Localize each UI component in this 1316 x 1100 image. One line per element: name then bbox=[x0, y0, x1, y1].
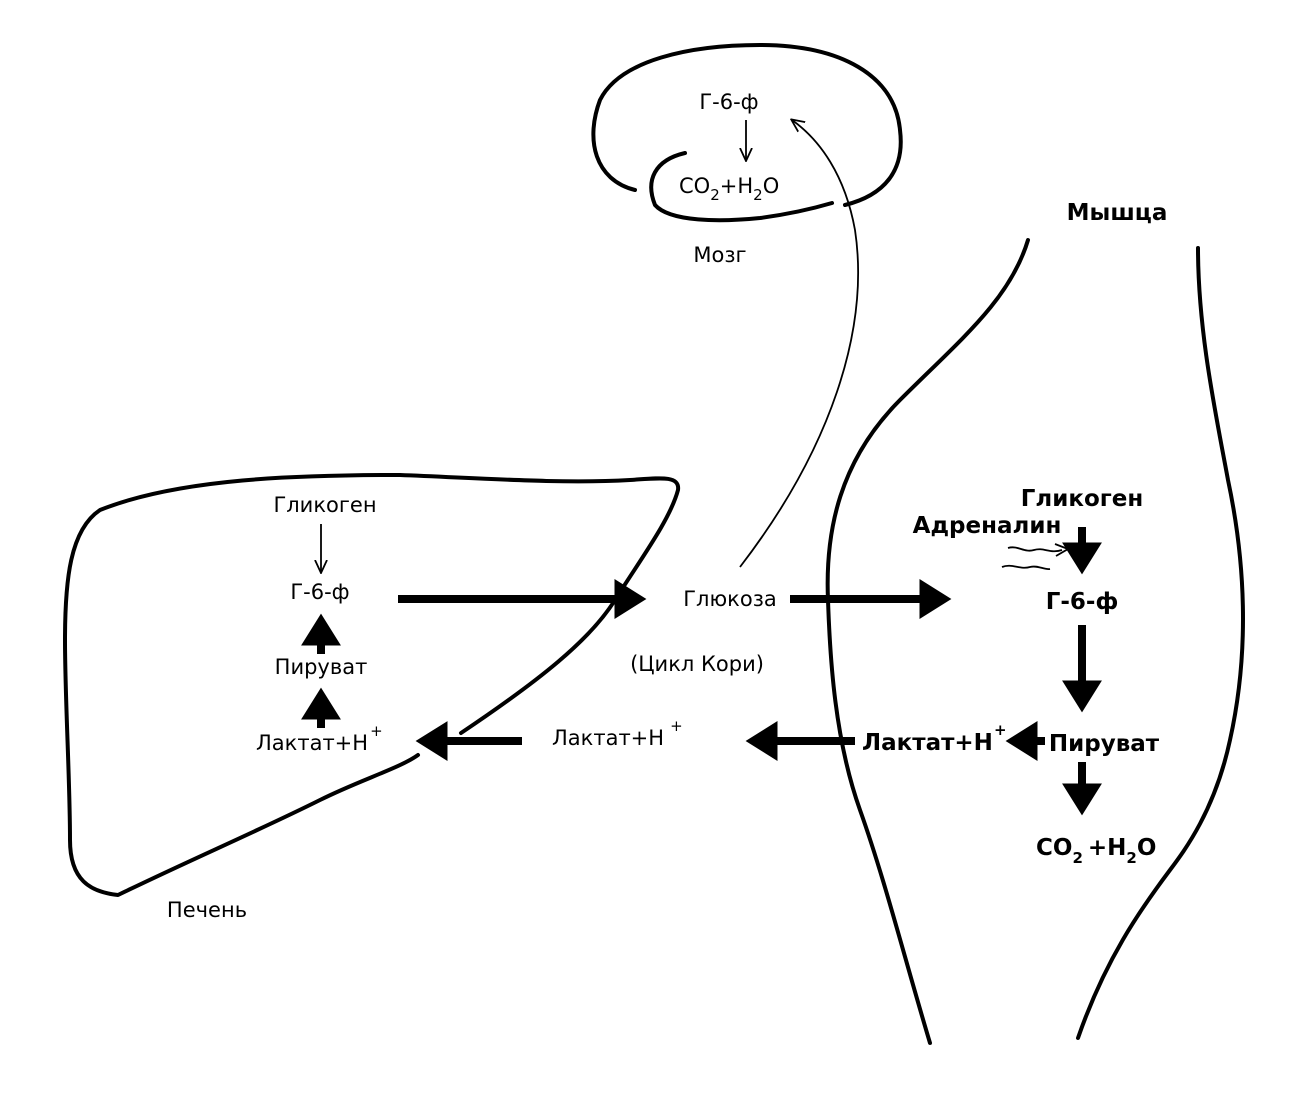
glucose-label: Глюкоза bbox=[683, 587, 776, 611]
muscle-right-outline bbox=[1076, 246, 1245, 1040]
cori-cycle-label: (Цикл Кори) bbox=[630, 652, 764, 676]
adrenaline-label: Адреналин bbox=[913, 513, 1062, 539]
muscle-left-outline bbox=[825, 238, 1030, 1045]
arrow-glucose-to-brain bbox=[739, 120, 859, 568]
liver-outline bbox=[63, 473, 681, 897]
muscle-glycogen-label: Гликоген bbox=[1021, 486, 1144, 512]
liver-lactate-label: Лактат+Н+ bbox=[256, 722, 383, 755]
adrenaline-arrowhead bbox=[1054, 543, 1071, 557]
liver-glycogen-label: Гликоген bbox=[273, 493, 376, 517]
brain-g6p-label: Г-6-ф bbox=[699, 90, 758, 114]
blood-lactate-label: Лактат+Н+ bbox=[552, 717, 683, 750]
liver-pyruvate-label: Пируват bbox=[275, 655, 368, 679]
muscle-g6p-label: Г-6-ф bbox=[1046, 589, 1119, 615]
adrenaline-squiggle-upper bbox=[1007, 546, 1063, 553]
muscle-lactate-label: Лактат+Н+ bbox=[862, 721, 1007, 756]
adrenaline-squiggle-lower bbox=[1001, 564, 1051, 571]
brain-inner-fold bbox=[649, 151, 834, 223]
liver-label: Печень bbox=[167, 898, 247, 922]
brain-outline bbox=[591, 43, 903, 207]
brain-co2-h2o-label: CO2+H2O bbox=[679, 174, 779, 204]
muscle-label: Мышца bbox=[1067, 200, 1168, 226]
brain-label: Мозг bbox=[693, 243, 746, 267]
muscle-co2-h2o-label: CO2+H2O bbox=[1036, 835, 1156, 867]
liver-g6p-label: Г-6-ф bbox=[290, 580, 349, 604]
muscle-pyruvate-label: Пируват bbox=[1049, 731, 1160, 757]
